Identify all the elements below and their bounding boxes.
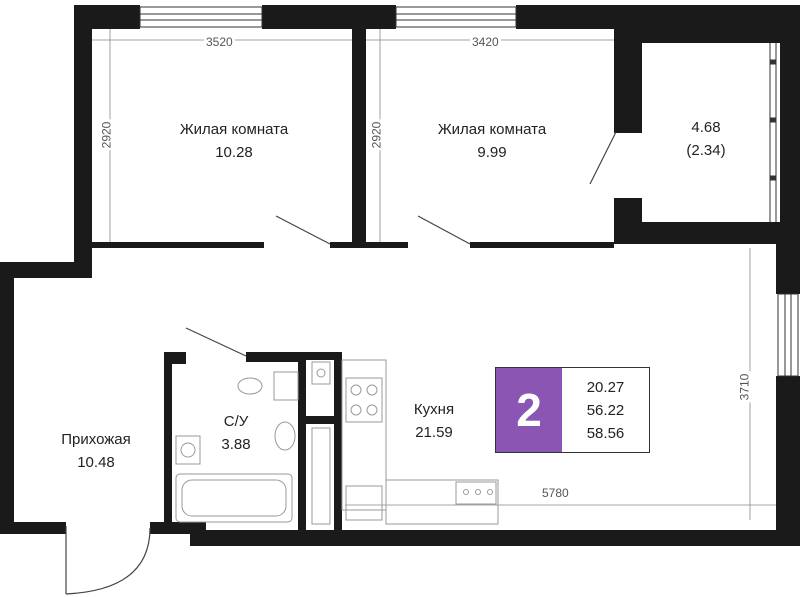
room-name: Кухня (413, 401, 455, 418)
room-area: 9.99 (477, 144, 507, 161)
walls (0, 5, 800, 546)
room-name: Жилая комната (437, 121, 547, 138)
room-area: 10.28 (215, 144, 253, 161)
dimension-room2-depth: 2920 (369, 119, 384, 151)
dimension-kitchen-length: 5780 (540, 486, 571, 500)
bathroom-fixtures (175, 361, 331, 525)
room-label-living-1: Жилая комната 10.28 (166, 118, 302, 164)
doors (65, 131, 617, 595)
room-name: С/У (223, 413, 249, 430)
room-area: 21.59 (415, 424, 453, 441)
balcony-glazing (769, 43, 777, 222)
dimension-lines (92, 29, 776, 520)
room-label-bathroom: С/У 3.88 (206, 410, 266, 456)
area-summary: 20.27 56.22 58.56 (562, 368, 649, 452)
apartment-badge: 2 20.27 56.22 58.56 (495, 367, 650, 453)
room-label-living-2: Жилая комната 9.99 (424, 118, 560, 164)
windows (139, 6, 799, 377)
dimension-room1-width: 3520 (204, 35, 235, 49)
room-area-reduced: (2.34) (686, 142, 726, 159)
room-name: Жилая комната (179, 121, 289, 138)
total-area-full: 58.56 (586, 424, 625, 442)
dimension-room1-depth: 2920 (99, 119, 114, 151)
dimension-room2-width: 3420 (470, 35, 501, 49)
room-area: 3.88 (221, 436, 251, 453)
room-label-hallway: Прихожая 10.48 (40, 428, 152, 474)
room-area: 4.68 (691, 119, 721, 136)
room-label-balcony: 4.68 (2.34) (668, 116, 744, 162)
dimension-kitchen-depth: 3710 (737, 371, 752, 403)
room-label-kitchen: Кухня 21.59 (396, 398, 472, 444)
rooms-count: 2 (496, 368, 562, 452)
room-area: 10.48 (77, 454, 115, 471)
living-area: 20.27 (586, 378, 625, 396)
kitchen-fixtures (341, 359, 499, 525)
total-area: 56.22 (586, 401, 625, 419)
room-name: Прихожая (61, 431, 131, 448)
